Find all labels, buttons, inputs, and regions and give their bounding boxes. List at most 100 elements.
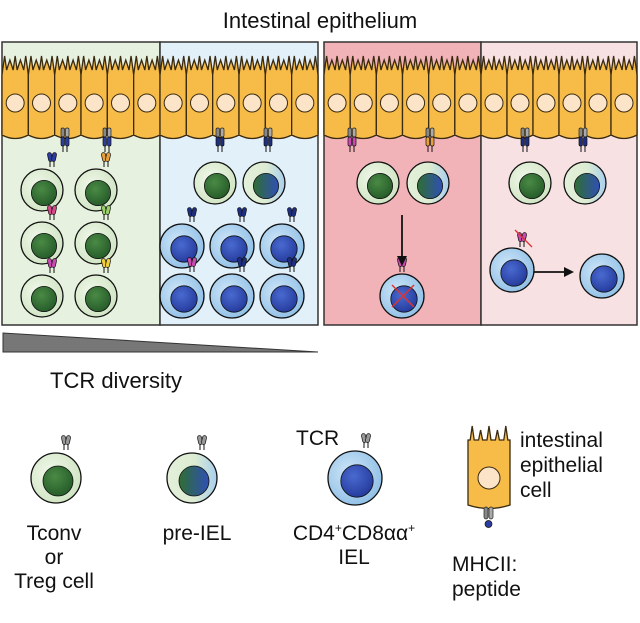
- green-cell: [20, 274, 64, 318]
- cell-nucleus: [270, 235, 298, 263]
- cell-nucleus: [30, 179, 58, 206]
- green-cell: [193, 161, 237, 205]
- tcr-chain: [105, 258, 111, 268]
- green-cell: [508, 161, 552, 205]
- tcr-mhc-complex: [263, 127, 273, 152]
- epithelial-nucleus: [432, 93, 452, 113]
- legend-iel-label: CD4+CD8αα+ IEL: [266, 521, 442, 570]
- peptide: [484, 520, 493, 528]
- tcr-chain: [425, 136, 430, 147]
- tcr-chain: [201, 435, 207, 445]
- blue-cell: [259, 273, 305, 319]
- epithelium-band: [323, 55, 482, 140]
- cell-nucleus: [85, 285, 112, 312]
- tcr-chain: [220, 136, 225, 147]
- cell-nucleus: [30, 232, 58, 259]
- tcr-mhc-complex: [520, 127, 530, 152]
- iel-text: IEL: [338, 546, 370, 570]
- arrows: [397, 215, 574, 277]
- tcr: [101, 152, 111, 167]
- tcr-diversity-wedge: [2, 332, 319, 353]
- legend-epithelial-cell: [467, 425, 511, 528]
- tcr-chain: [191, 257, 197, 267]
- epithelial-nucleus: [458, 93, 478, 113]
- epithelial-nucleus: [5, 93, 25, 113]
- cell-nucleus: [574, 172, 601, 199]
- blue-cell: [259, 223, 305, 269]
- epithelial-nucleus: [562, 93, 582, 113]
- tcr-chain: [365, 433, 371, 443]
- mhc-chain: [347, 127, 352, 138]
- tcr: [101, 205, 111, 220]
- tcr-chain: [520, 136, 525, 147]
- legend-graphics: [30, 425, 511, 528]
- tcr: [237, 257, 247, 272]
- tcr: [47, 205, 57, 220]
- tcr: [197, 435, 207, 450]
- epithelial-nucleus: [353, 93, 373, 113]
- cell-nucleus: [366, 172, 393, 199]
- tcr-chain: [191, 207, 197, 217]
- epithelial-nucleus: [327, 93, 347, 113]
- pre-cell: [406, 161, 450, 205]
- cd4-cd8-text: CD4+CD8αα+: [292, 521, 416, 545]
- cell-nucleus: [340, 464, 374, 498]
- tcr-chain: [51, 258, 57, 268]
- mhc-chain: [425, 127, 430, 138]
- cell-nucleus: [178, 465, 210, 497]
- tcr-chain: [263, 136, 268, 147]
- mhc-chain: [483, 506, 489, 520]
- mhc-chain: [220, 127, 225, 138]
- legend-mhc-label: MHCII: peptide: [452, 552, 521, 602]
- epithelium-band: [480, 55, 638, 140]
- cell-nucleus: [85, 179, 112, 206]
- epithelial-nucleus: [484, 93, 504, 113]
- iec-text-2: epithelial: [520, 454, 603, 478]
- tcr-chain: [268, 136, 273, 147]
- tcr-chain: [578, 136, 583, 147]
- arrow-right-head: [564, 267, 574, 277]
- mhc-chain: [263, 127, 268, 138]
- mhc-chain: [488, 506, 494, 520]
- blue-cell: [209, 223, 255, 269]
- epithelial-nucleus: [137, 93, 157, 113]
- tcr-chain: [51, 152, 57, 162]
- green-cell: [356, 161, 400, 205]
- arrow-down-head: [397, 256, 407, 266]
- cell-nucleus: [170, 285, 198, 313]
- diagram-title: Intestinal epithelium: [222, 8, 418, 33]
- legend-preiel-label: pre-IEL: [162, 522, 232, 545]
- mhc-text-1: MHCII:: [452, 553, 518, 576]
- blue-cell: [159, 273, 205, 319]
- epithelial-nucleus: [111, 93, 130, 113]
- mhc-chain: [352, 127, 357, 138]
- epithelial-nucleus: [477, 466, 501, 490]
- tcr-chain: [60, 136, 65, 147]
- cell-nucleus: [30, 285, 58, 312]
- pre-cell: [563, 161, 607, 205]
- epithelium-band: [159, 55, 319, 140]
- cell-nucleus: [390, 285, 418, 313]
- tcr-chain: [241, 257, 247, 267]
- tcr-chain: [105, 205, 111, 215]
- blue-cell: [327, 450, 383, 506]
- tcr-loss-cross: [514, 229, 533, 248]
- tcr-chain: [215, 136, 220, 147]
- green-cell: [20, 221, 64, 265]
- epithelial-nucleus: [216, 93, 236, 113]
- epithelial-nucleus: [242, 93, 262, 113]
- tconv-text: Tconv: [26, 522, 82, 545]
- tcr-chain: [51, 205, 57, 215]
- tcr: [47, 152, 57, 167]
- deletion-cross: [391, 284, 415, 308]
- tcr: [187, 207, 197, 222]
- legend-iec-label: intestinal epithelial cell: [520, 428, 603, 504]
- tcr: [61, 435, 71, 450]
- mhc-chain: [60, 127, 65, 138]
- tcr-chain: [583, 136, 588, 147]
- mhc-chain: [525, 127, 530, 138]
- epithelium-band: [1, 55, 161, 140]
- pre-cell: [242, 161, 286, 205]
- legend-tconv-label: Tconv or Treg cell: [4, 522, 104, 594]
- tcr: [47, 258, 57, 273]
